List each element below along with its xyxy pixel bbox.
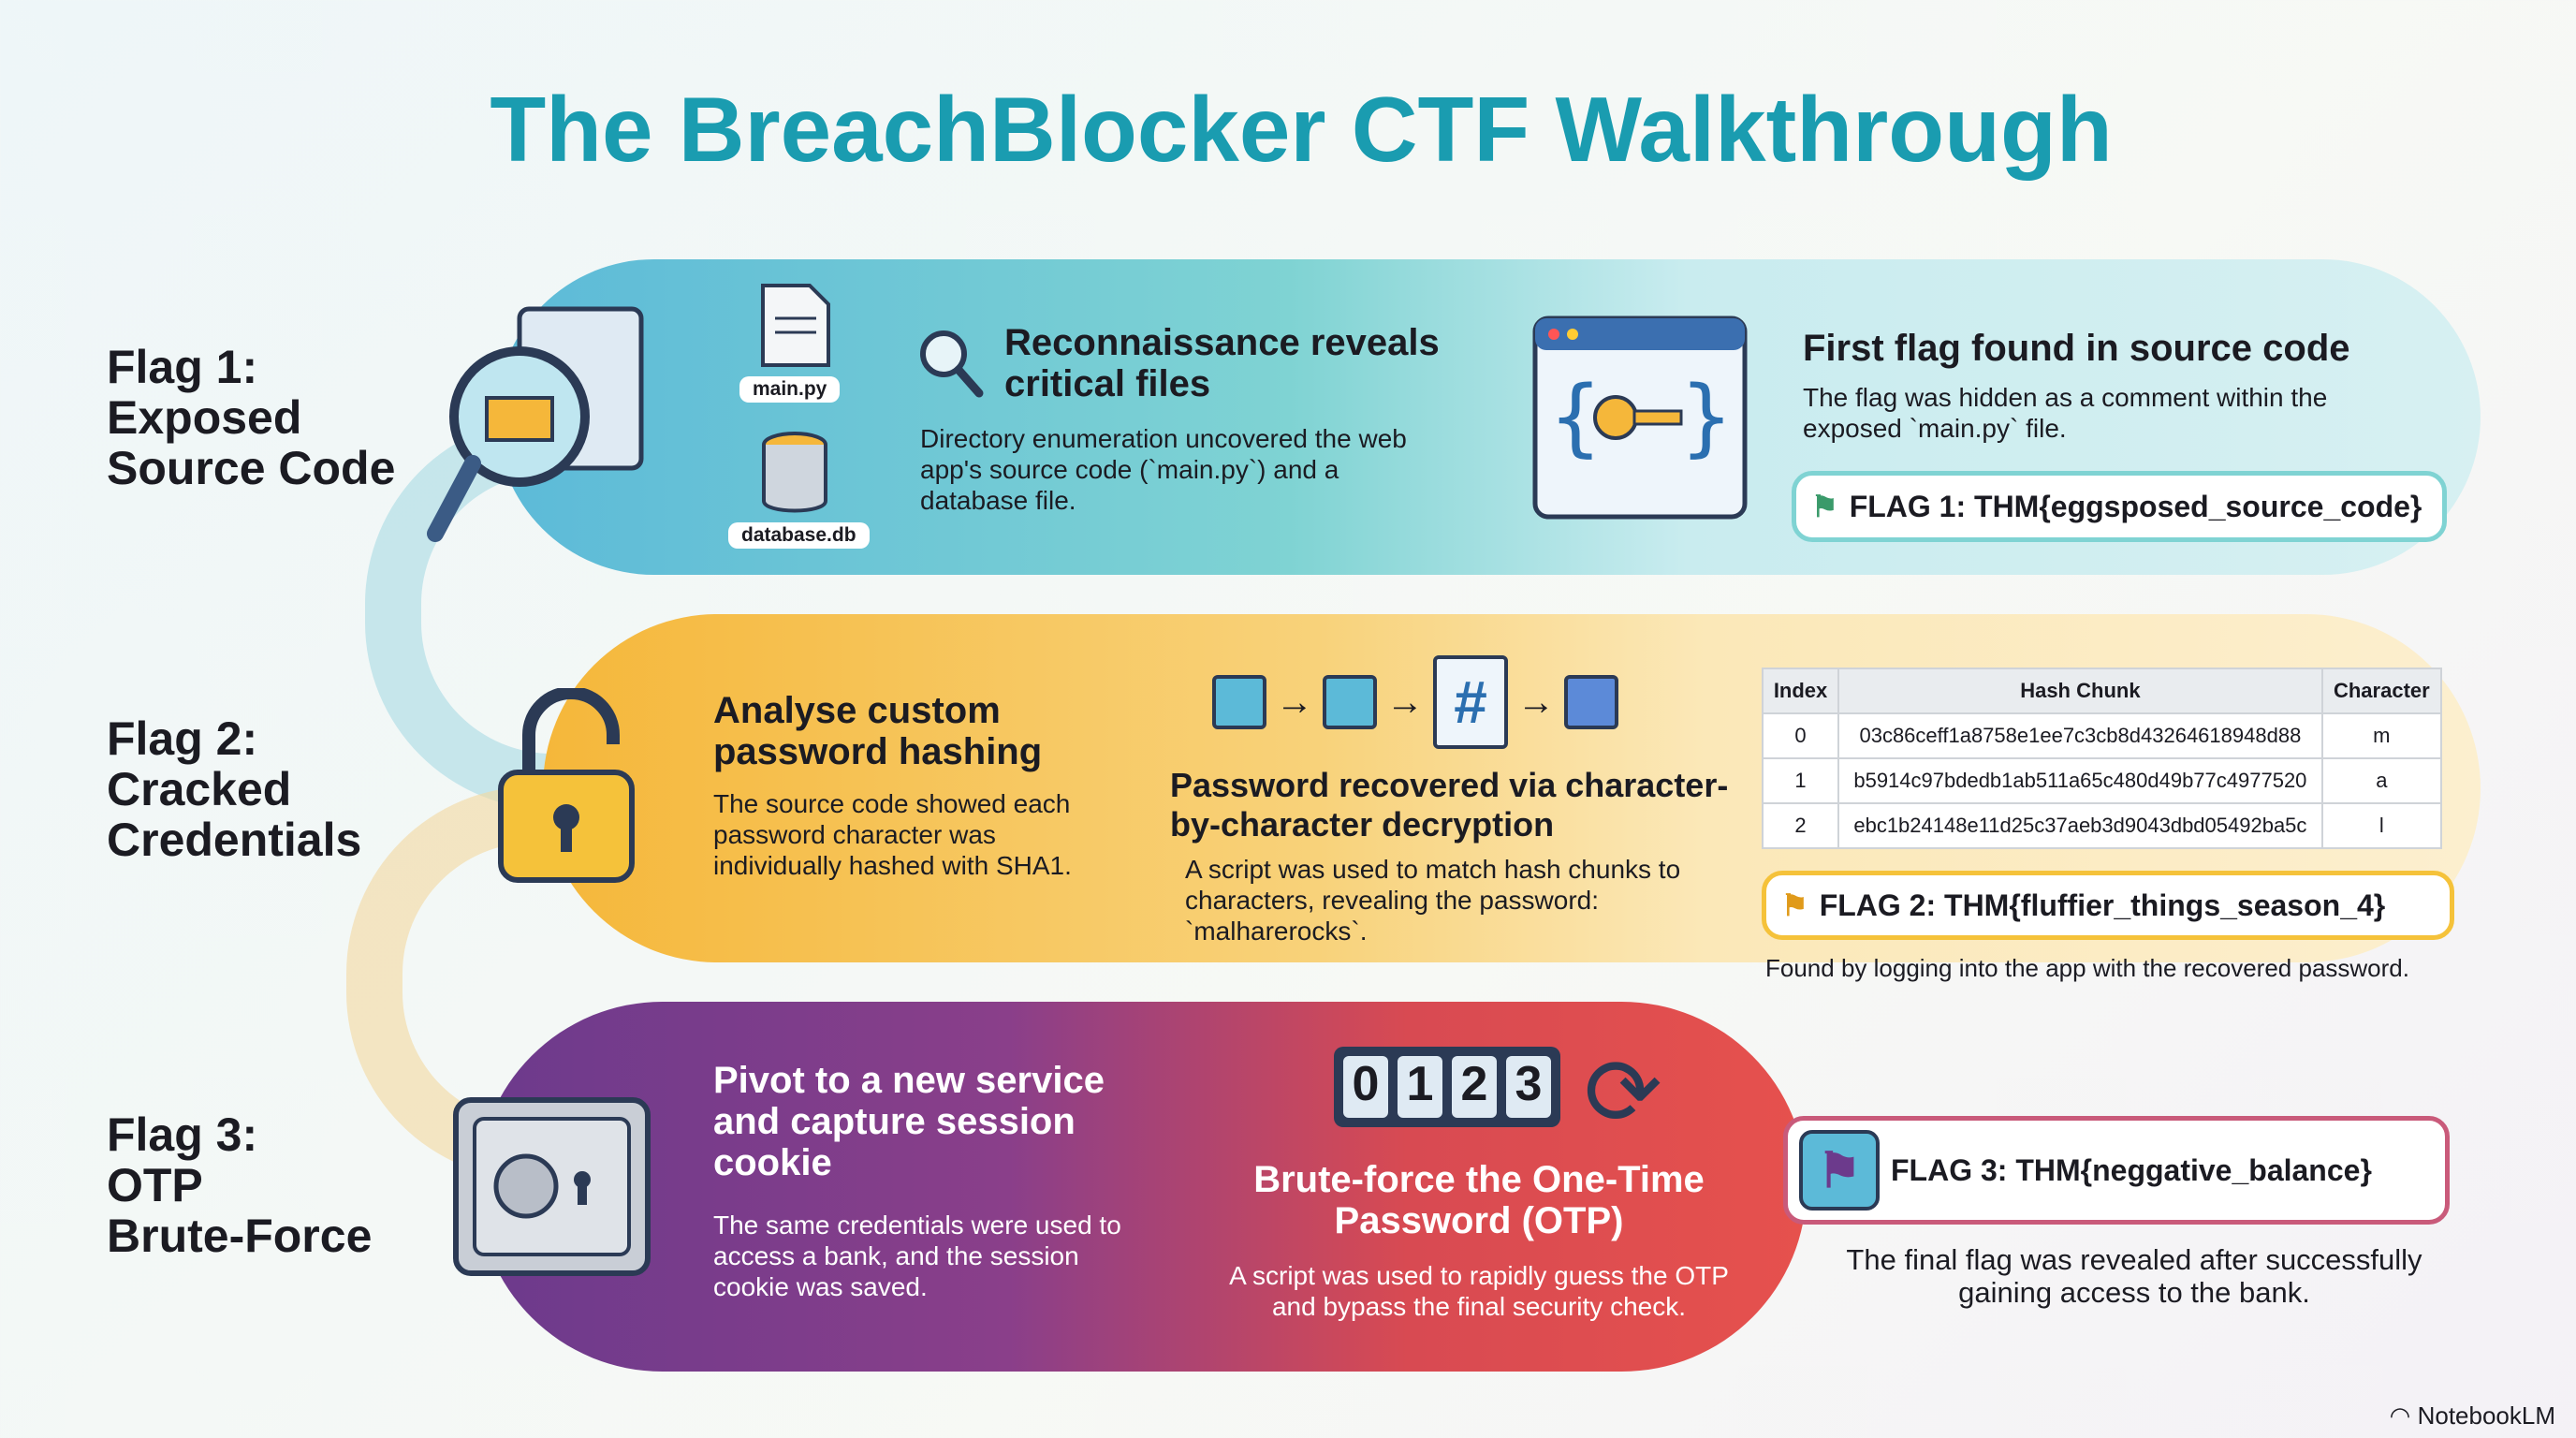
- step2-result-heading: Password recovered via character-by-char…: [1170, 766, 1729, 844]
- cell-hash: 03c86ceff1a8758e1ee7c3cb8d43264618948d88: [1837, 712, 2323, 759]
- svg-text:}: }: [1681, 368, 1732, 466]
- flag2-value[interactable]: FLAG 2: THM{fluffier_things_season_4}: [1819, 888, 2386, 922]
- code-key-icon: {}: [1532, 315, 1748, 520]
- branding-text: NotebookLM: [2417, 1401, 2555, 1430]
- flag-icon: ⚑: [1811, 490, 1838, 523]
- otp-digit: 2: [1452, 1056, 1497, 1118]
- page-title: The BreachBlocker CTF Walkthrough: [490, 78, 2113, 181]
- flag2-box: ⚑ FLAG 2: THM{fluffier_things_season_4}: [1762, 871, 2454, 940]
- step3-result-heading: Brute-force the One-Time Password (OTP): [1253, 1159, 1705, 1241]
- step3-body: The same credentials were used to access…: [713, 1211, 1121, 1301]
- file-icon: [761, 284, 830, 367]
- flag2-note: Found by logging into the app with the r…: [1765, 954, 2409, 982]
- flag-icon: ⚑: [1781, 888, 1808, 922]
- otp-digit: 1: [1398, 1056, 1442, 1118]
- svg-text:{: {: [1550, 368, 1601, 466]
- file-label-main-py: main.py: [739, 376, 841, 403]
- refresh-icon: ⟳: [1584, 1040, 1662, 1145]
- flag3-value[interactable]: FLAG 3: THM{neggative_balance}: [1891, 1152, 2372, 1187]
- step1-result-heading: First flag found in source code: [1803, 328, 2350, 369]
- notebooklm-logo-icon: ◠: [2389, 1401, 2418, 1430]
- branding: ◠ NotebookLM: [2390, 1401, 2555, 1431]
- cell-character: l: [2320, 802, 2443, 849]
- cell-index: 0: [1761, 712, 1840, 759]
- cell-index: 2: [1761, 802, 1840, 849]
- step2-heading: Analyse custom password hashing: [713, 690, 1043, 772]
- flag1-value[interactable]: FLAG 1: THM{eggsposed_source_code}: [1849, 489, 2422, 523]
- step1-heading: Reconnaissance reveals critical files: [1004, 322, 1440, 404]
- cell-character: m: [2320, 712, 2443, 759]
- cube-icon: [1564, 675, 1618, 729]
- header-character: Character: [2320, 668, 2443, 714]
- flag3-note: The final flag was revealed after succes…: [1846, 1243, 2422, 1309]
- search-icon: [920, 330, 984, 398]
- cell-hash: b5914c97bdedb1ab511a65c480d49b77c4977520: [1837, 757, 2323, 804]
- step3-result-body: A script was used to rapidly guess the O…: [1229, 1261, 1729, 1321]
- header-hash: Hash Chunk: [1837, 668, 2323, 714]
- flag3-box: ⚑ FLAG 3: THM{neggative_balance}: [1783, 1116, 2450, 1225]
- step2-body: The source code showed each password cha…: [713, 789, 1072, 880]
- file-label-database: database.db: [728, 522, 870, 549]
- step2-result-body: A script was used to match hash chunks t…: [1185, 855, 1681, 946]
- cell-hash: ebc1b24148e11d25c37aeb3d9043dbd05492ba5c: [1837, 802, 2323, 849]
- header-index: Index: [1761, 668, 1840, 714]
- cell-character: a: [2320, 757, 2443, 804]
- magnifier-folder-icon: [427, 306, 644, 542]
- step1-result-body: The flag was hidden as a comment within …: [1803, 383, 2328, 443]
- flag3-band: [477, 1002, 1807, 1372]
- cube-icon: [1323, 675, 1377, 729]
- step1-body: Directory enumeration uncovered the web …: [920, 424, 1407, 515]
- flag1-box: ⚑ FLAG 1: THM{eggsposed_source_code}: [1792, 471, 2447, 542]
- cell-index: 1: [1761, 757, 1840, 804]
- database-icon: [762, 432, 827, 513]
- otp-digit: 3: [1506, 1056, 1551, 1118]
- otp-display: 0 1 2 3: [1334, 1047, 1560, 1127]
- hash-flow-diagram: →→#→: [1212, 655, 1618, 749]
- step3-heading: Pivot to a new service and capture sessi…: [713, 1060, 1105, 1183]
- safe-icon: [453, 1097, 651, 1276]
- hash-file-icon: #: [1433, 655, 1508, 749]
- flag-icon: ⚑: [1799, 1130, 1880, 1211]
- otp-digit: 0: [1343, 1056, 1388, 1118]
- cube-icon: [1212, 675, 1266, 729]
- unlocked-padlock-icon: [498, 688, 635, 883]
